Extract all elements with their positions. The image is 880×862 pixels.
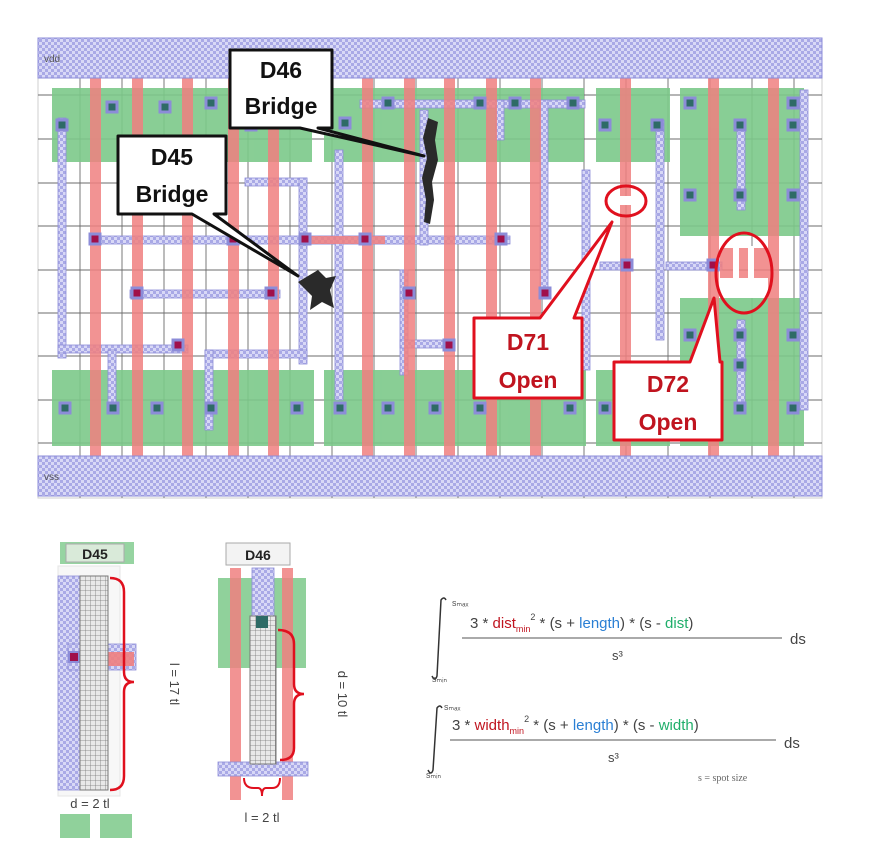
d45-callout-line2: Bridge bbox=[136, 181, 209, 207]
open-lower-limit: sₘᵢₙ bbox=[426, 770, 442, 780]
d46-callout: D46 Bridge bbox=[228, 48, 426, 158]
d72-callout-line1: D72 bbox=[647, 371, 689, 397]
open-probability-equation: sₘₐₓ sₘᵢₙ 3 * widthmin2 * (s + length) *… bbox=[426, 702, 800, 784]
d71-callout: D71 Open bbox=[472, 220, 614, 400]
d72-open-marker bbox=[714, 231, 774, 315]
open-upper-limit: sₘₐₓ bbox=[444, 702, 460, 712]
d45-callout: D45 Bridge bbox=[116, 134, 300, 278]
bridge-probability-equation: sₘₐₓ sₘᵢₙ 3 * distmin2 * (s + length) * … bbox=[431, 597, 806, 684]
vdd-rail bbox=[37, 37, 823, 79]
bridge-denominator: s³ bbox=[612, 648, 624, 663]
power-rails: vdd vss bbox=[37, 37, 823, 497]
cell-layout: vdd vss D46 Bridge D45 Bridge bbox=[37, 37, 823, 499]
bridge-numerator: 3 * distmin2 * (s + length) * (s - dist) bbox=[470, 612, 693, 634]
d46-dist-label: d = 10 tl bbox=[335, 671, 350, 718]
d72-callout: D72 Open bbox=[612, 296, 724, 442]
d45-dist-label: d = 2 tl bbox=[70, 796, 109, 811]
d71-callout-line2: Open bbox=[499, 367, 558, 393]
d46-detail-title: D46 bbox=[245, 547, 271, 563]
d45-detail-title: D45 bbox=[82, 546, 108, 562]
vdd-label: vdd bbox=[44, 54, 60, 65]
d46-detail: D46 d = 10 tl l = 2 tl bbox=[217, 542, 350, 825]
bridge-upper-limit: sₘₐₓ bbox=[452, 598, 468, 608]
open-ds: ds bbox=[784, 735, 800, 752]
d45-bridge-defect bbox=[298, 270, 336, 310]
bridge-ds: ds bbox=[790, 631, 806, 648]
vss-label: vss bbox=[44, 472, 59, 483]
open-denominator: s³ bbox=[608, 750, 620, 765]
d45-callout-line1: D45 bbox=[151, 144, 193, 170]
d45-length-label: l = 17 tl bbox=[167, 663, 182, 705]
d46-callout-line2: Bridge bbox=[245, 93, 318, 119]
d72-callout-line2: Open bbox=[639, 409, 698, 435]
open-numerator: 3 * widthmin2 * (s + length) * (s - widt… bbox=[452, 714, 699, 736]
vss-rail bbox=[37, 455, 823, 497]
d46-length-label: l = 2 tl bbox=[244, 810, 279, 825]
d46-callout-line1: D46 bbox=[260, 57, 302, 83]
d45-detail: D45 l = 17 tl d = 2 tl bbox=[57, 542, 182, 838]
bridge-lower-limit: sₘᵢₙ bbox=[432, 674, 448, 684]
d71-callout-line1: D71 bbox=[507, 329, 549, 355]
d71-open-marker bbox=[604, 184, 648, 218]
spot-size-note: s = spot size bbox=[698, 773, 748, 784]
d46-bridge-defect bbox=[422, 118, 438, 224]
